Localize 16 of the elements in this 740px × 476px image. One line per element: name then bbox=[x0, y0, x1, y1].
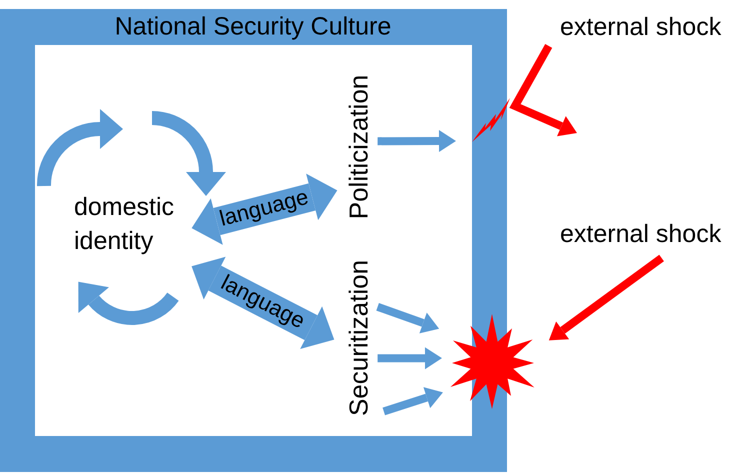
node-label: domestic identity bbox=[74, 190, 186, 258]
frame bbox=[0, 9, 507, 472]
block-arrow bbox=[509, 44, 577, 136]
edge-label: language bbox=[218, 186, 312, 230]
shock-label: external shock bbox=[560, 219, 722, 249]
vertical-label: Securitization bbox=[344, 260, 374, 416]
block-arrow bbox=[378, 130, 456, 152]
frame-title: National Security Culture bbox=[114, 12, 392, 42]
block-arrow bbox=[548, 254, 664, 340]
block-arrow bbox=[192, 174, 338, 245]
block-arrow bbox=[376, 303, 440, 334]
block-arrow bbox=[382, 387, 443, 416]
block-arrow bbox=[192, 256, 334, 350]
vertical-label: Politicization bbox=[344, 74, 374, 220]
block-arrow bbox=[378, 347, 442, 370]
shock-label: external shock bbox=[560, 12, 722, 42]
